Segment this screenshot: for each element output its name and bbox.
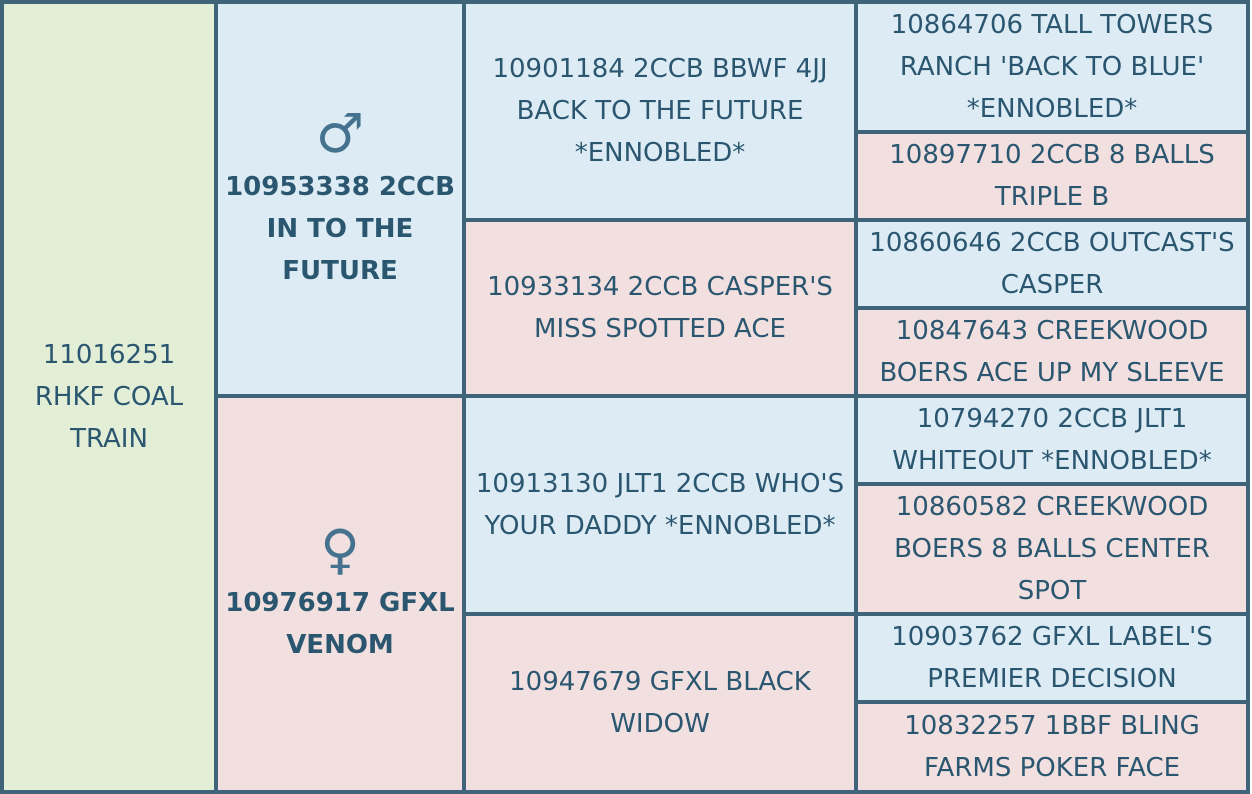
dam-dam-dam-name: 10832257 1BBF BLING FARMS POKER FACE [904,711,1200,783]
dam-sire-sire-name: 10794270 2CCB JLT1 WHITEOUT *ENNOBLED* [892,404,1212,476]
dam-sire-dam-cell: 10860582 CREEKWOOD BOERS 8 BALLS CENTER … [854,482,1250,616]
dam-dam-sire-name: 10903762 GFXL LABEL'S PREMIER DECISION [891,622,1213,694]
sire-dam-sire-cell: 10860646 2CCB OUTCAST'S CASPER [854,218,1250,310]
male-symbol-icon: ♂ [315,102,365,165]
sire-dam-sire-name: 10860646 2CCB OUTCAST'S CASPER [869,228,1235,300]
sire-name: 10953338 2CCB IN TO THE FUTURE [225,172,455,286]
sire-sire-cell: 10901184 2CCB BBWF 4JJ BACK TO THE FUTUR… [462,0,858,222]
sire-sire-sire-cell: 10864706 TALL TOWERS RANCH 'BACK TO BLUE… [854,0,1250,134]
subject-cell: 11016251 RHKF COAL TRAIN [0,0,218,794]
sire-cell: ♂ 10953338 2CCB IN TO THE FUTURE [214,0,466,398]
dam-dam-dam-cell: 10832257 1BBF BLING FARMS POKER FACE [854,700,1250,794]
subject-name: 11016251 RHKF COAL TRAIN [34,340,184,454]
sire-dam-dam-name: 10847643 CREEKWOOD BOERS ACE UP MY SLEEV… [879,316,1225,388]
female-symbol-icon: ♀ [320,518,360,581]
sire-sire-dam-cell: 10897710 2CCB 8 BALLS TRIPLE B [854,130,1250,222]
dam-sire-dam-name: 10860582 CREEKWOOD BOERS 8 BALLS CENTER … [894,492,1210,606]
dam-name: 10976917 GFXL VENOM [225,588,455,660]
dam-dam-sire-cell: 10903762 GFXL LABEL'S PREMIER DECISION [854,612,1250,704]
sire-sire-name: 10901184 2CCB BBWF 4JJ BACK TO THE FUTUR… [492,54,828,168]
sire-dam-name: 10933134 2CCB CASPER'S MISS SPOTTED ACE [487,272,833,344]
dam-sire-sire-cell: 10794270 2CCB JLT1 WHITEOUT *ENNOBLED* [854,394,1250,486]
dam-sire-cell: 10913130 JLT1 2CCB WHO'S YOUR DADDY *ENN… [462,394,858,616]
sire-dam-cell: 10933134 2CCB CASPER'S MISS SPOTTED ACE [462,218,858,398]
dam-dam-name: 10947679 GFXL BLACK WIDOW [509,667,811,739]
dam-cell: ♀ 10976917 GFXL VENOM [214,394,466,794]
dam-dam-cell: 10947679 GFXL BLACK WIDOW [462,612,858,794]
sire-sire-sire-name: 10864706 TALL TOWERS RANCH 'BACK TO BLUE… [890,10,1214,124]
sire-dam-dam-cell: 10847643 CREEKWOOD BOERS ACE UP MY SLEEV… [854,306,1250,398]
dam-sire-name: 10913130 JLT1 2CCB WHO'S YOUR DADDY *ENN… [475,469,845,541]
sire-sire-dam-name: 10897710 2CCB 8 BALLS TRIPLE B [889,140,1215,212]
